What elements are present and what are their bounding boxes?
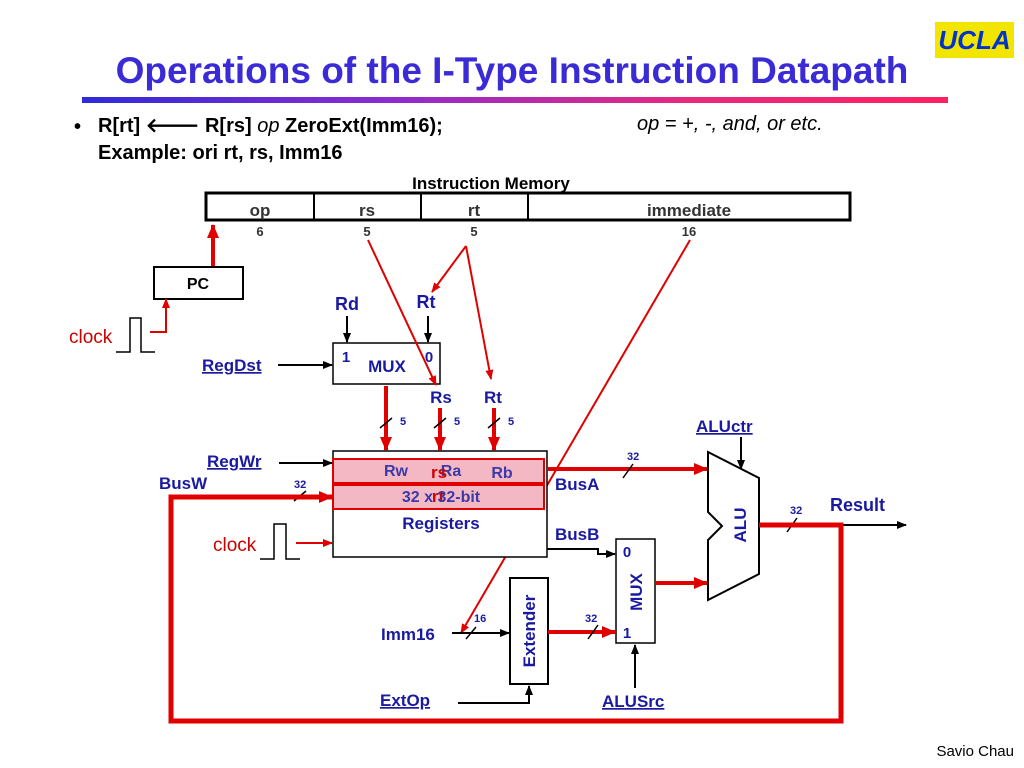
aluctr-label: ALUctr [696,417,753,436]
busw-width: 32 [294,479,306,491]
extender-width: 32 [585,613,597,625]
width-tick [622,463,634,479]
immediate-field-arrow [460,239,691,634]
alusrc-mux-input-0: 0 [623,544,631,561]
field-op: op [250,201,271,220]
example-line: Example: ori rt, rs, Imm16 [98,142,343,164]
bits-op: 6 [256,224,263,239]
mux-input-0: 0 [425,349,433,366]
alusrc-mux-input-1: 1 [623,625,631,642]
pc-clock-waveform-icon [116,317,155,353]
rs-field-arrow [367,239,437,386]
rs-highlight-label: rs [431,463,447,482]
title-underline [82,97,948,103]
busb-label: BusB [555,525,599,544]
alusrc-mux-box [615,538,656,644]
field-rs: rs [359,201,375,220]
result-width: 32 [790,505,802,517]
alu-shape [707,450,760,602]
rd-label: Rd [335,294,359,314]
pc-clock-label: clock [69,327,113,348]
extop-label: ExtOp [380,691,430,710]
regdst-mux-label: MUX [368,357,406,376]
mux-input-1: 1 [342,349,350,366]
rb-width: 5 [508,416,514,428]
pc-clock-arrow [150,298,170,333]
width-tick [433,417,447,429]
width-tick [487,417,501,429]
alusrc-label: ALUSrc [602,692,664,711]
registers-label: Registers [402,514,479,533]
rt-to-rb-field-arrow [465,245,494,380]
regdst-mux-box [332,342,441,385]
op-note: op = +, -, and, or etc. [637,113,823,135]
register-clock-waveform-icon [260,523,300,560]
extop-arrow [458,685,533,704]
rw-label: Rw [384,463,409,480]
bits-rt: 5 [470,224,477,239]
dest-register: R[rt] [98,115,141,137]
rs-highlight-box [332,458,545,484]
slide-title: Operations of the I-Type Instruction Dat… [115,50,909,91]
operation-line: R[rt] 🡐 R[rs] op ZeroExt(Imm16); [98,113,443,138]
field-immediate: immediate [647,201,731,220]
rt-to-mux-field-arrow [431,245,467,293]
busa-label: BusA [555,475,599,494]
imm16-width: 16 [474,613,486,625]
width-tick [379,417,393,429]
alu-label: ALU [731,508,750,543]
op-word: op [257,115,280,137]
field-rt: rt [468,201,481,220]
pc-box [153,266,244,300]
width-tick [465,626,477,640]
busa-width: 32 [627,451,639,463]
ra-label: Ra [441,463,462,480]
ra-width: 5 [454,416,460,428]
regdst-label: RegDst [202,356,262,375]
alusrc-mux-label: MUX [627,572,646,610]
rt-port-label: Rt [484,388,502,407]
writeback-busw-path [168,491,844,724]
rs-port-label: Rs [430,388,452,407]
rw-width: 5 [400,416,406,428]
zeroext-expr: ZeroExt(Imm16); [285,115,443,137]
rb-label: Rb [491,465,513,482]
result-label: Result [830,495,885,515]
bullet-marker: • [74,116,82,138]
ucla-logo: UCLA [935,22,1014,58]
author-footer: Savio Chau [936,743,1014,760]
register-size-label: 32 x 32-bit [402,489,481,506]
busw-label: BusW [159,474,208,493]
regwr-label: RegWr [207,452,262,471]
assign-arrow-icon: 🡐 [145,115,200,137]
extender-label: Extender [520,594,539,667]
register-clock-label: clock [213,535,257,556]
rt-highlight-box [332,484,545,510]
bits-rs: 5 [363,224,370,239]
source-register: R[rs] [204,115,252,137]
instruction-memory-label: Instruction Memory [412,174,570,193]
pc-label: PC [187,276,210,293]
busb-arrow [547,548,616,558]
bits-immediate: 16 [682,224,696,239]
width-tick [587,624,599,640]
rt-highlight-label: rt [432,487,445,506]
imm16-label: Imm16 [381,625,435,644]
rt-label: Rt [417,292,436,312]
